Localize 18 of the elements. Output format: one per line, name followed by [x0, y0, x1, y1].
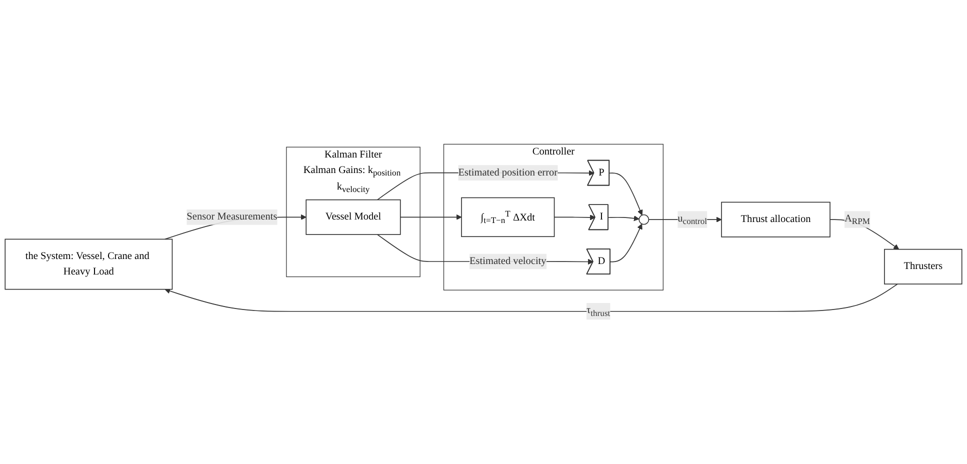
- arrow: [610, 224, 642, 262]
- edge-label: τ$_{thrust}$: [586, 304, 610, 318]
- edge-label: A$_{RPM}$: [844, 213, 870, 226]
- node-circle: [638, 214, 650, 225]
- arrow: [164, 284, 898, 312]
- arrow: [609, 172, 643, 216]
- edge-label: Sensor Measurements: [186, 211, 278, 222]
- edge-label: Estimated position error: [458, 167, 558, 178]
- arrow: [400, 214, 462, 220]
- node-box: ∫$_{t=T−n}$$^{T}$ ΔXdt: [461, 197, 555, 238]
- node-box: Thrust allocation: [721, 202, 830, 238]
- node-box: Thrusters: [884, 248, 962, 284]
- node-box: Vessel Model: [306, 199, 401, 235]
- node-box: the System: Vessel, Crane and Heavy Load: [4, 238, 173, 290]
- arrow: [554, 214, 596, 220]
- edge-label: u$_{control}$: [678, 213, 708, 226]
- edge-label: Estimated velocity: [469, 256, 546, 267]
- arrow: [608, 216, 640, 222]
